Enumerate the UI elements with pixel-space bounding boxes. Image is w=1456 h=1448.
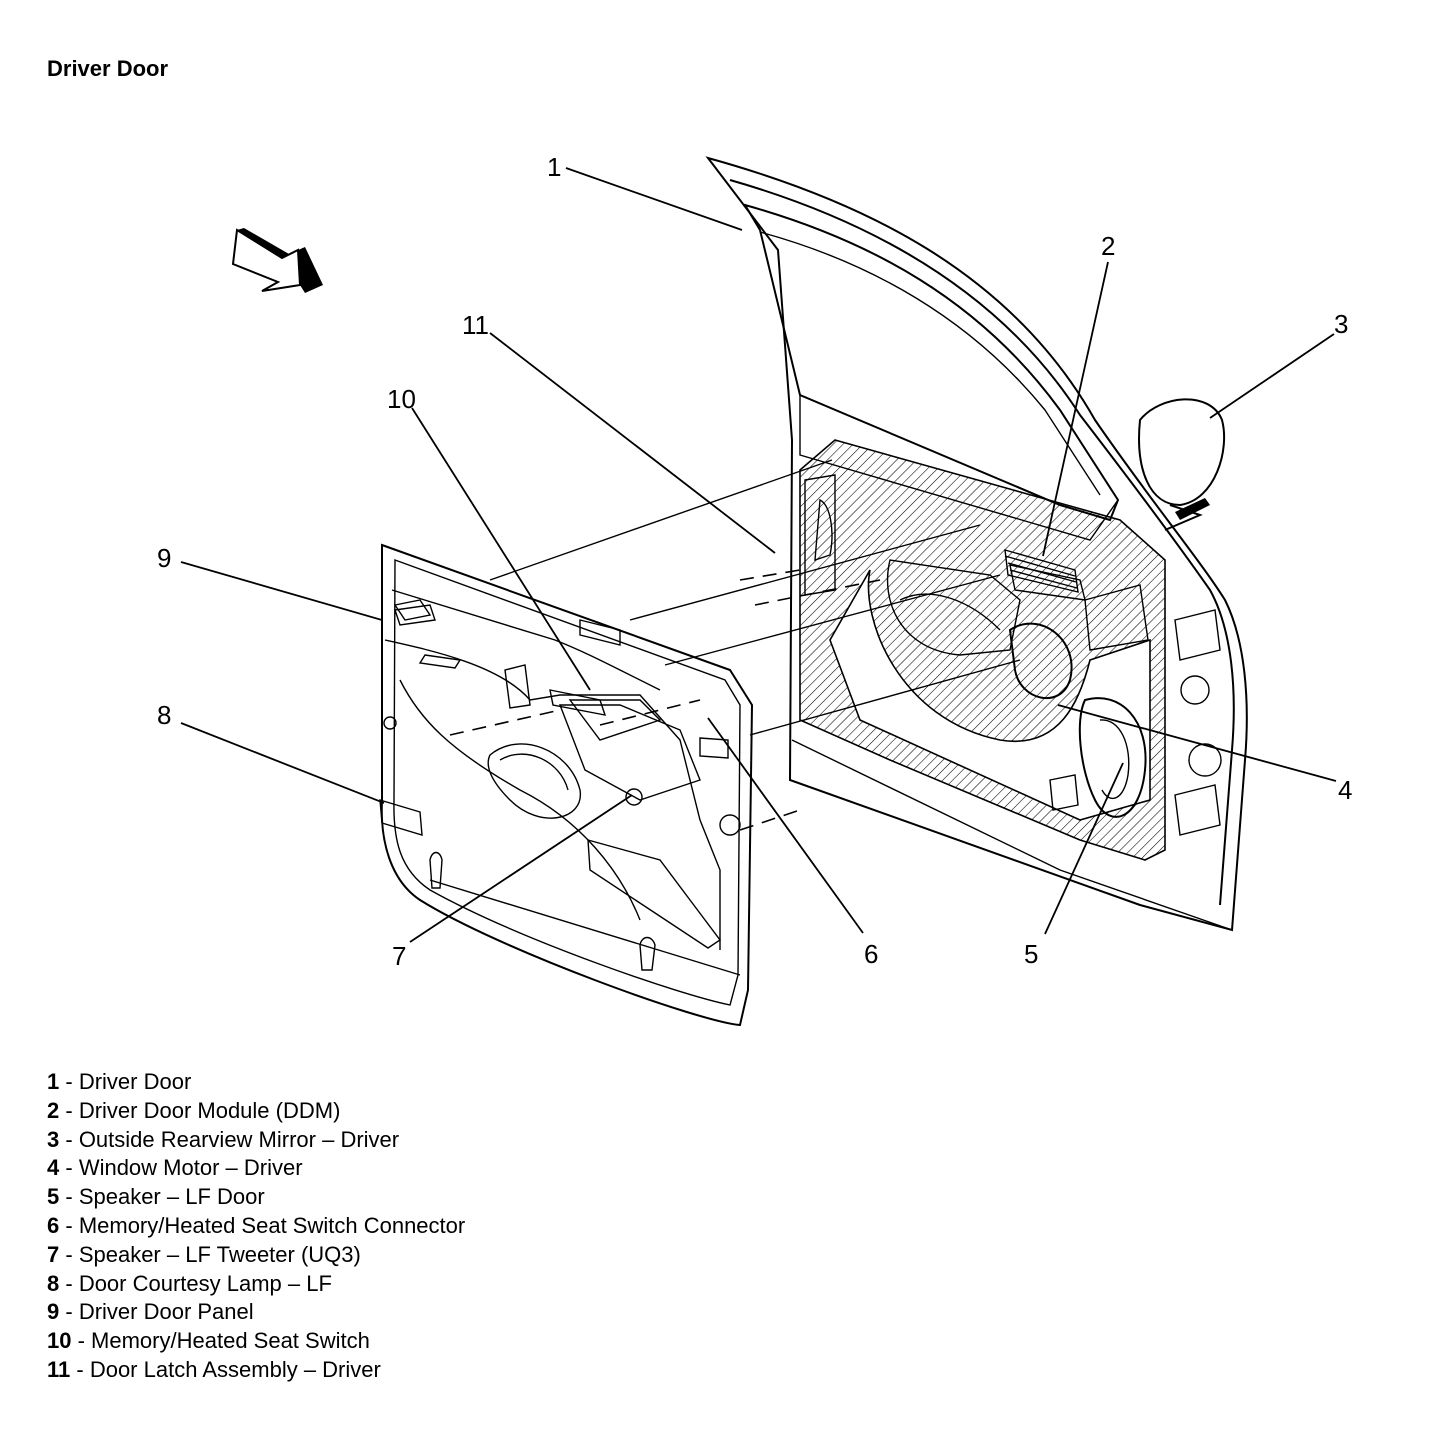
callout-4: 4 [1338, 775, 1352, 805]
callout-10: 10 [387, 384, 416, 414]
legend-item: 3 - Outside Rearview Mirror – Driver [47, 1126, 400, 1152]
legend-item: 8 - Door Courtesy Lamp – LF [47, 1270, 332, 1296]
driver-door-shell [705, 156, 1248, 932]
legend-item: 11 - Door Latch Assembly – Driver [47, 1356, 381, 1382]
legend-item: 6 - Memory/Heated Seat Switch Connector [47, 1212, 466, 1238]
assembly-projection-lines [449, 459, 1021, 831]
callout-9: 9 [157, 543, 171, 573]
callout-numbers: 1 2 3 4 5 6 7 8 9 10 11 [157, 152, 1352, 971]
parts-legend: 1 - Driver Door 2 - Driver Door Module (… [47, 1068, 465, 1385]
forward-arrow-icon [231, 228, 323, 293]
outside-mirror [1138, 398, 1226, 531]
legend-item: 1 - Driver Door [47, 1069, 192, 1094]
legend-item: 7 - Speaker – LF Tweeter (UQ3) [47, 1241, 361, 1267]
door-exploded-diagram: 1 2 3 4 5 6 7 8 9 10 11 [157, 152, 1352, 1027]
diagram-title: Driver Door [47, 56, 169, 81]
callout-7: 7 [392, 941, 406, 971]
legend-item: 9 - Driver Door Panel [47, 1299, 254, 1325]
legend-item: 10 - Memory/Heated Seat Switch [47, 1328, 370, 1354]
callout-5: 5 [1024, 939, 1038, 969]
callout-6: 6 [864, 939, 878, 969]
callout-8: 8 [157, 700, 171, 730]
callout-1: 1 [547, 152, 561, 182]
legend-item: 5 - Speaker – LF Door [47, 1184, 265, 1210]
callout-3: 3 [1334, 309, 1348, 339]
callout-2: 2 [1101, 231, 1115, 261]
legend-item: 2 - Driver Door Module (DDM) [47, 1097, 341, 1123]
callout-11: 11 [462, 310, 489, 340]
callout-leaders [180, 167, 1337, 943]
legend-item: 4 - Window Motor – Driver [47, 1155, 303, 1181]
door-trim-panel [379, 543, 754, 1027]
